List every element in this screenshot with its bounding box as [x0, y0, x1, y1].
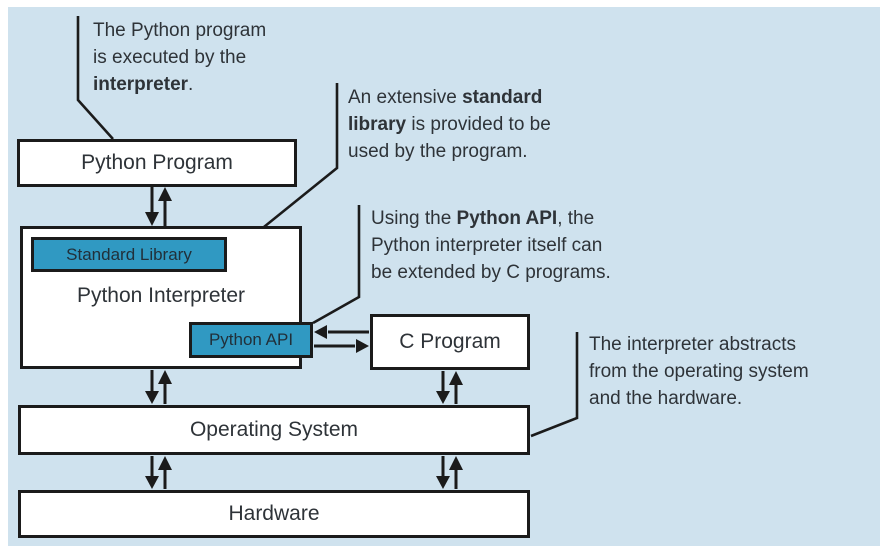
arrow-program-to-interpreter-down	[145, 187, 159, 226]
box-c-program: C Program	[370, 314, 530, 370]
box-operating-system-label: Operating System	[189, 418, 359, 441]
box-hardware: Hardware	[18, 490, 530, 538]
callout-line-os-note	[530, 332, 579, 438]
arrow-cprogram-to-os-down	[436, 371, 450, 404]
arrow-api-to-cprogram-right	[314, 339, 369, 353]
box-hardware-label: Hardware	[228, 502, 320, 525]
arrow-os-to-interpreter-up	[158, 370, 172, 404]
arrow-hardware-to-os-up-left	[158, 456, 172, 489]
box-standard-library-label: Standard Library	[66, 244, 192, 264]
arrow-interpreter-to-os-down	[145, 370, 159, 404]
arrow-os-to-hardware-down-right	[436, 456, 450, 489]
box-python-program: Python Program	[17, 139, 297, 187]
box-c-program-label: C Program	[399, 330, 501, 353]
box-python-interpreter-label: Python Interpreter	[76, 284, 246, 307]
box-python-api: Python API	[189, 322, 313, 358]
arrow-cprogram-to-api-left	[314, 325, 369, 339]
box-operating-system: Operating System	[18, 405, 530, 455]
arrow-os-to-hardware-down-left	[145, 456, 159, 489]
box-standard-library: Standard Library	[31, 237, 227, 272]
arrow-interpreter-to-program-up	[158, 187, 172, 226]
callout-line-python-api-note	[312, 205, 361, 325]
box-python-program-label: Python Program	[81, 151, 233, 174]
callout-line-python-program-note	[76, 16, 114, 140]
box-python-api-label: Python API	[208, 330, 294, 349]
arrow-hardware-to-os-up-right	[449, 456, 463, 489]
arrow-os-to-cprogram-up	[449, 371, 463, 404]
